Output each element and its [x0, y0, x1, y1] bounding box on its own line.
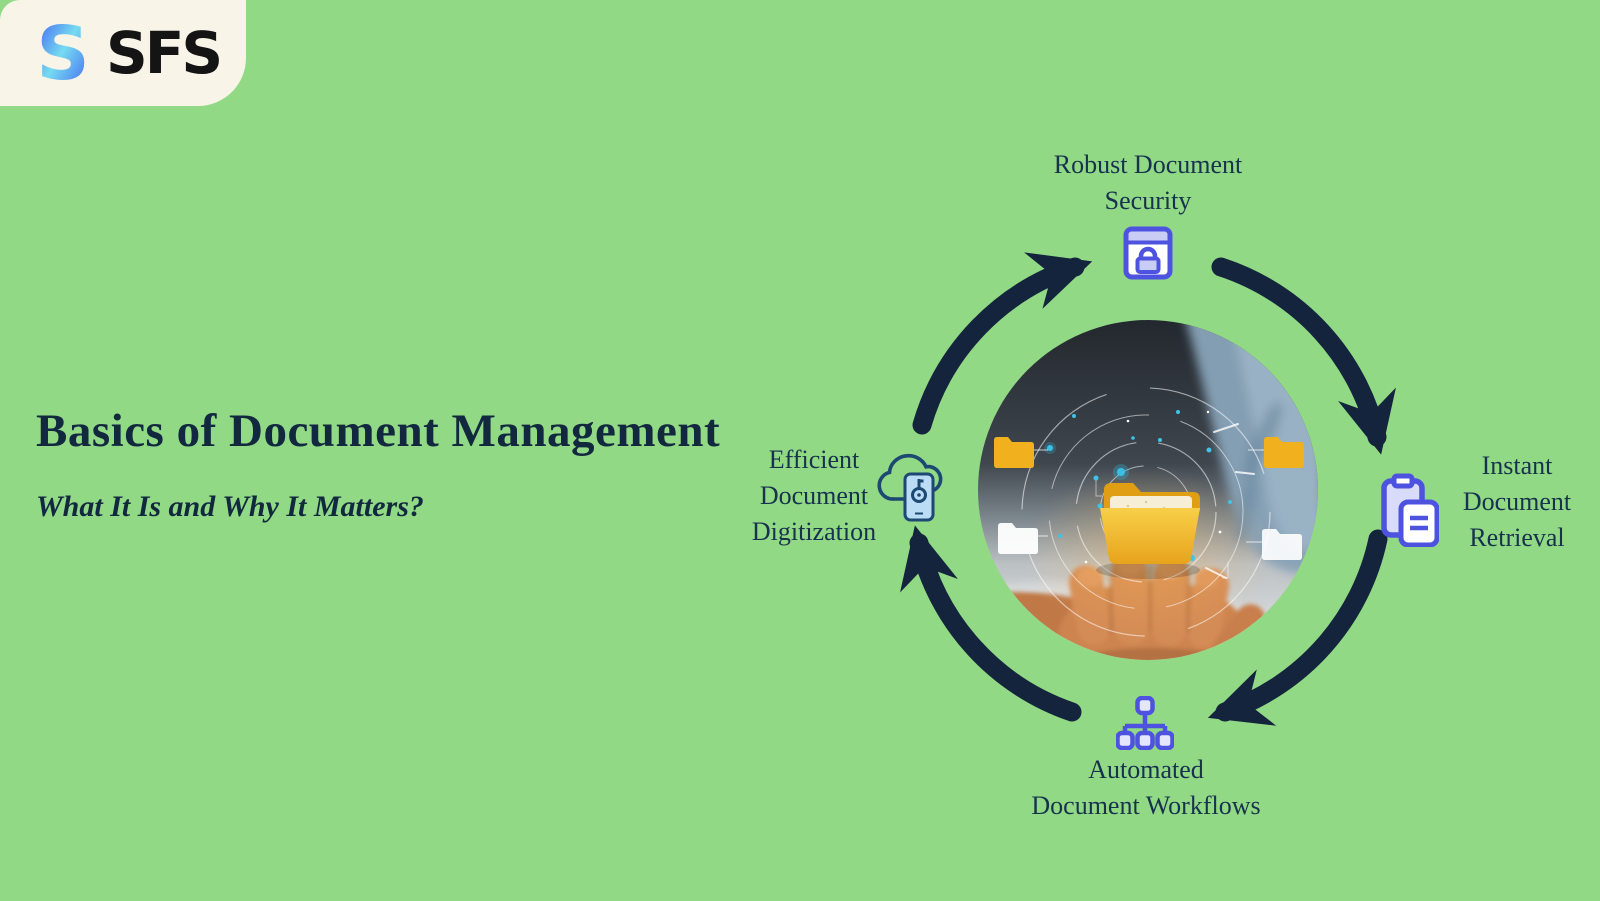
label-robust-document-security: Robust Document Security [1008, 147, 1288, 219]
clipboard-document-icon [1381, 473, 1440, 552]
label-line: Document [759, 481, 869, 510]
label-line: Retrieval [1469, 523, 1565, 552]
arrow-bottom-to-left [900, 525, 1082, 722]
arrow-left-to-top [912, 252, 1093, 435]
label-line: Digitization [751, 517, 877, 546]
label-line: Efficient [768, 445, 860, 474]
label-line: Instant [1481, 451, 1553, 480]
cloud-digitization-icon [875, 447, 947, 530]
cycle-arrows [900, 252, 1396, 726]
sfs-logo-text: SFS [106, 19, 223, 87]
hand-hologram-illustration [978, 320, 1318, 660]
arrow-top-to-right [1211, 257, 1396, 455]
secure-browser-lock-icon [1123, 225, 1173, 286]
page-subtitle: What It Is and Why It Matters? [36, 490, 424, 523]
label-instant-document-retrieval: Instant Document Retrieval [1427, 448, 1600, 556]
holographic-folder-icon [1096, 483, 1200, 579]
logo-card: S SFS [0, 0, 246, 106]
document-management-cycle: Robust Document Security Instant Documen… [752, 95, 1571, 885]
page-title: Basics of Document Management [36, 405, 721, 457]
label-efficient-document-digitization: Efficient Document Digitization [724, 442, 904, 550]
label-line: Automated [1088, 755, 1204, 784]
workflow-hierarchy-icon [1115, 695, 1175, 755]
center-photo [978, 320, 1318, 660]
svg-text:S: S [36, 11, 89, 97]
hero-block: Basics of Document Management What It Is… [36, 404, 796, 524]
label-line: Security [1104, 186, 1192, 215]
sfs-logo-icon: S [34, 11, 92, 97]
label-line: Document Workflows [1031, 791, 1261, 820]
label-line: Document [1462, 487, 1572, 516]
label-line: Robust Document [1053, 150, 1243, 179]
data-dots [1044, 410, 1255, 579]
label-automated-document-workflows: Automated Document Workflows [986, 752, 1306, 824]
arrow-right-to-bottom [1207, 529, 1388, 726]
